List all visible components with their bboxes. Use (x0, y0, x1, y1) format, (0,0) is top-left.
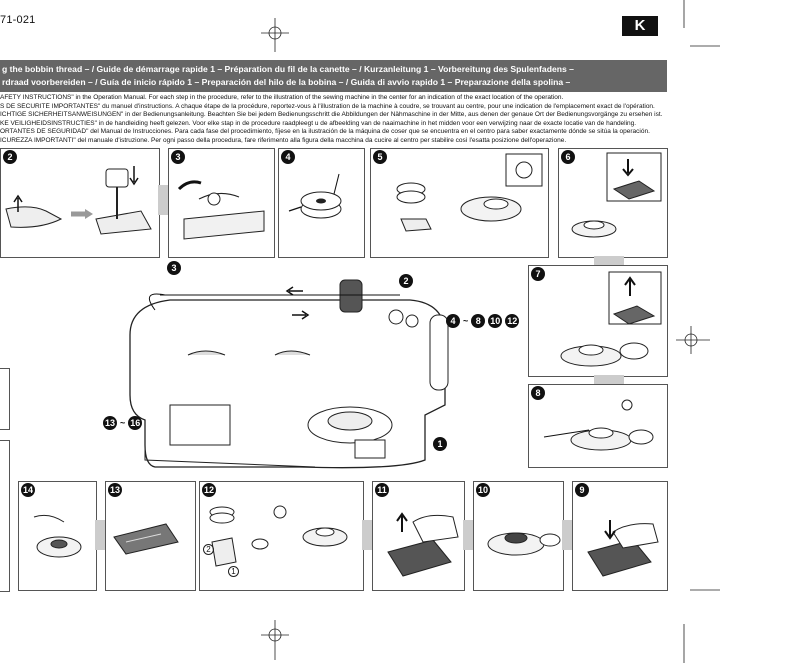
arrow-up-icon (396, 512, 408, 532)
panel-connector (463, 520, 473, 550)
arrow-up-icon (624, 276, 636, 296)
step-panel-11 (372, 481, 465, 591)
step-number-4: 4 (281, 150, 295, 164)
step-panel-3 (168, 148, 275, 258)
thread-guide-illustration (177, 180, 265, 240)
bobbin-illustration (288, 173, 342, 219)
callout-4: 4 (446, 314, 460, 328)
arrow-left-icon (285, 286, 303, 296)
registration-mark-icon (676, 326, 710, 354)
step-number-14: 14 (21, 483, 35, 497)
clipped-panel (0, 440, 10, 592)
step-number-3: 3 (171, 150, 185, 164)
step-number-9: 9 (575, 483, 589, 497)
clipped-panel (0, 368, 10, 430)
callout-range: 13 ~ 16 (103, 416, 143, 430)
instruction-line: ORTANTES DE SEGURIDAD" del Manual de Ins… (0, 128, 650, 136)
step-panel-13 (105, 481, 196, 591)
step-panel-8 (528, 384, 668, 468)
instruction-line: AFETY INSTRUCTIONS" in the Operation Man… (0, 94, 564, 101)
arrow-right-icon (292, 310, 310, 320)
section-header: g the bobbin thread – / Guide de démarra… (0, 60, 667, 92)
cut-thread-illustration (543, 399, 654, 451)
instruction-line: KE VEILIGHEIDSINSTRUCTIES" in de handlei… (0, 119, 637, 127)
callout-range: 4 ~ 8 10 12 (446, 314, 520, 328)
instruction-line: ICHTIGE SICHERHEITSANWEISUNGEN" in der B… (0, 111, 663, 119)
tilde: ~ (463, 316, 469, 326)
callout-3: 3 (167, 261, 181, 275)
panel-connector (95, 520, 105, 550)
registration-mark-icon (261, 620, 289, 660)
foot-controller-press-illustration (587, 523, 659, 577)
instruction-line: S DE SÉCURITÉ IMPORTANTES" du manuel d'i… (0, 102, 655, 110)
step-number-8: 8 (531, 386, 545, 400)
bobbin-cover-illustration (113, 523, 179, 555)
registration-mark-icon (261, 18, 289, 52)
thread-through-slot-illustration (209, 505, 348, 567)
step-panel-6 (558, 148, 668, 258)
panel-connector (362, 520, 372, 550)
bobbin-pressed-illustration (571, 152, 662, 238)
step-number-11: 11 (375, 483, 389, 497)
sub-label-1: 1 (228, 566, 239, 577)
arrow-down-icon (622, 159, 634, 177)
header-line-2: rdraad voorbereiden – / Guía de inicio r… (2, 77, 571, 87)
step-panel-12: 1 2 (199, 481, 364, 591)
step-panel-9 (572, 481, 668, 591)
callout-1: 1 (433, 437, 447, 451)
full-bobbin-illustration (487, 532, 561, 556)
step-number-10: 10 (476, 483, 490, 497)
instruction-block: AFETY INSTRUCTIONS" in the Operation Man… (0, 94, 667, 146)
sewing-machine-illustration (129, 279, 449, 469)
arrow-up-icon (13, 194, 23, 212)
foot-controller-release-illustration (387, 514, 459, 577)
callout-10: 10 (488, 314, 503, 328)
callout-16: 16 (128, 416, 143, 430)
tilde: ~ (120, 418, 126, 428)
step-panel-10 (473, 481, 564, 591)
callout-13: 13 (103, 416, 117, 430)
panel-connector (158, 185, 168, 215)
callout-2: 2 (399, 274, 413, 288)
step-number-13: 13 (108, 483, 122, 497)
bobbin-release-illustration (560, 271, 662, 367)
step-panel-5 (370, 148, 549, 258)
step-number-7: 7 (531, 267, 545, 281)
step-number-5: 5 (373, 150, 387, 164)
sub-label-2: 2 (203, 544, 214, 555)
step-number-12: 12 (202, 483, 216, 497)
callout-12: 12 (505, 314, 520, 328)
panel-connector (594, 375, 624, 385)
arrow-down-icon (129, 166, 139, 186)
bobbin-insert-illustration (33, 514, 82, 558)
document-code: 71-021 (0, 14, 36, 26)
step-number-2: 2 (3, 150, 17, 164)
step-panel-2 (0, 148, 160, 258)
step-number-6: 6 (561, 150, 575, 164)
step-panel-7 (528, 265, 668, 377)
step-panel-14 (18, 481, 97, 591)
bobbin-on-spindle-illustration (396, 153, 543, 232)
panel-connector (562, 520, 572, 550)
language-badge: K (622, 16, 658, 36)
header-line-1: g the bobbin thread – / Guide de démarra… (2, 64, 574, 74)
bobbin-winder-illustration (5, 168, 152, 235)
callout-8: 8 (471, 314, 486, 328)
step-panel-4 (278, 148, 365, 258)
instruction-line: ICUREZZA IMPORTANTI" del manuale d'istru… (0, 136, 567, 144)
panel-connector (594, 256, 624, 266)
arrow-down-icon (604, 520, 616, 540)
